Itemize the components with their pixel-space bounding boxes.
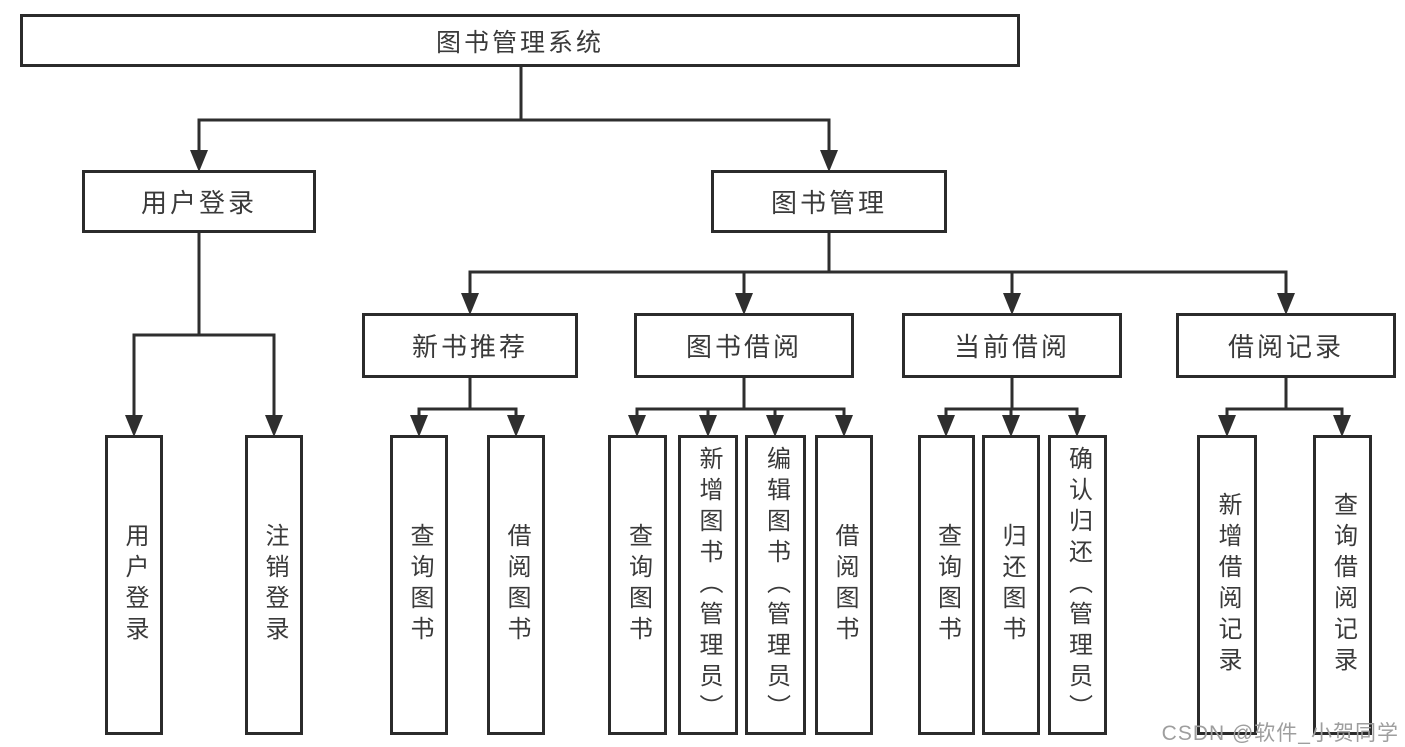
- connector-new-book-recommendation-to-leaves: [410, 378, 525, 437]
- leaf-query-books-borrowing: 查询图书: [608, 435, 667, 735]
- leaf-add-borrow-record: 新增借阅记录: [1197, 435, 1257, 735]
- leaf-return-books: 归还图书: [982, 435, 1040, 735]
- node-root: 图书管理系统: [20, 14, 1020, 67]
- connector-current-borrowing-to-leaves: [937, 378, 1086, 437]
- node-new-book-recommendation: 新书推荐: [362, 313, 578, 378]
- leaf-borrow-books-recommend: 借阅图书: [487, 435, 545, 735]
- csdn-watermark: CSDN @软件_小贺同学: [1161, 722, 1399, 745]
- connector-borrowing-records-to-leaves: [1218, 378, 1351, 437]
- leaf-add-books-admin: 新增图书（管理员）: [678, 435, 738, 735]
- connector-root-to-level2: [190, 66, 838, 172]
- connector-user-login-to-leaves: [125, 233, 283, 437]
- leaf-user-login: 用户登录: [105, 435, 163, 735]
- leaf-edit-books-admin: 编辑图书（管理员）: [745, 435, 806, 735]
- leaf-query-books-current: 查询图书: [918, 435, 975, 735]
- connector-book-management-to-groups: [461, 233, 1295, 315]
- leaf-borrow-books-borrowing: 借阅图书: [815, 435, 873, 735]
- connector-book-borrowing-to-leaves: [628, 378, 853, 437]
- leaf-query-books-recommend: 查询图书: [390, 435, 448, 735]
- leaf-confirm-return-admin: 确认归还（管理员）: [1048, 435, 1107, 735]
- node-book-management: 图书管理: [711, 170, 947, 233]
- node-current-borrowing: 当前借阅: [902, 313, 1122, 378]
- node-borrowing-records: 借阅记录: [1176, 313, 1396, 378]
- node-book-borrowing: 图书借阅: [634, 313, 854, 378]
- leaf-logout-login: 注销登录: [245, 435, 303, 735]
- node-user-login: 用户登录: [82, 170, 316, 233]
- leaf-query-borrow-record: 查询借阅记录: [1313, 435, 1372, 735]
